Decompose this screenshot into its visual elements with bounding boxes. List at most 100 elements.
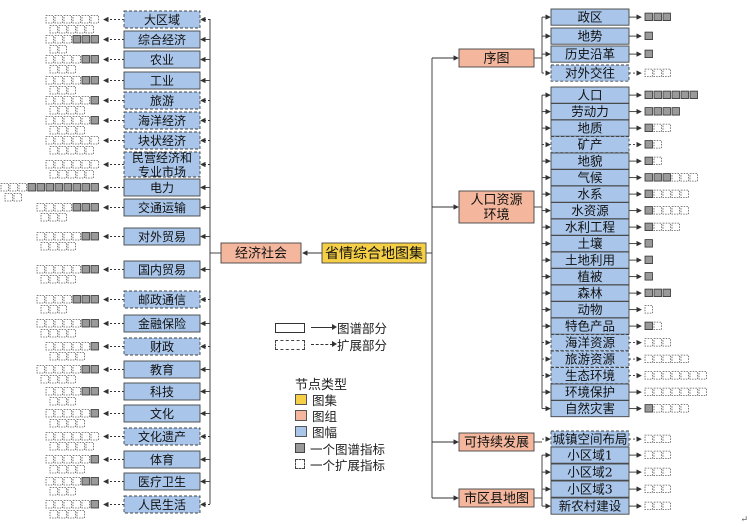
population-sheet-10[interactable]: 土地利用 <box>550 251 630 269</box>
sheet-1-spec-indicator <box>81 35 90 44</box>
sheet-17-row2-ext-indicator <box>58 419 67 428</box>
county-sheet-2[interactable]: 小区域3 <box>550 480 630 498</box>
sheet-16[interactable]: 科技 <box>123 382 201 401</box>
group-population-label: 人口资源 <box>470 193 522 208</box>
sustainable-sheet-0[interactable]: 城镇空间布局 <box>550 430 630 448</box>
sheet-15-row2-ext-indicator <box>49 375 58 384</box>
sheet-8-row2-ext-indicator <box>13 193 22 202</box>
sheet-15-row2-ext-indicator <box>67 375 76 384</box>
population-sheet-9[interactable]: 土壤 <box>550 235 630 253</box>
sheet-14-ext-indicator <box>72 342 81 351</box>
sheet-15[interactable]: 教育 <box>123 360 201 379</box>
sheet-18-label: 文化遗产 <box>138 429 186 444</box>
preface-sheet-1-box <box>550 27 630 45</box>
sheet-2[interactable]: 农业 <box>123 50 201 69</box>
sheet-21-row2-ext-indicator <box>58 510 67 519</box>
sheet-18[interactable]: 文化遗产 <box>123 427 201 446</box>
population-sheet-4[interactable]: 地貌 <box>550 152 630 170</box>
sheet-6-ext-indicator <box>81 136 90 145</box>
population-sheet-18[interactable]: 环境保护 <box>550 383 630 401</box>
sheet-9[interactable]: 交通运输 <box>123 198 201 217</box>
preface-sheet-1[interactable]: 地势 <box>550 27 630 45</box>
sheet-5-row2-ext-indicator <box>49 126 58 135</box>
sheet-19[interactable]: 体育 <box>123 450 201 469</box>
sheet-1[interactable]: 综合经济 <box>123 30 201 49</box>
sheet-16-spec-indicator <box>81 387 90 396</box>
sheet-8-spec-indicator <box>36 183 45 192</box>
population-sheet-7-spec-indicator <box>644 206 653 215</box>
population-sheet-15[interactable]: 海洋资源 <box>550 334 630 352</box>
sheet-18-ext-indicator <box>81 432 90 441</box>
root-atlas[interactable]: 省情综合地图集 <box>321 242 427 264</box>
sheet-16-ext-indicator <box>54 387 63 396</box>
population-sheet-1[interactable]: 劳动力 <box>550 103 630 121</box>
sheet-3[interactable]: 工业 <box>123 71 201 90</box>
county-sheet-1[interactable]: 小区域2 <box>550 463 630 481</box>
sheet-2-row2-ext-indicator <box>58 65 67 74</box>
sheet-12[interactable]: 邮政通信 <box>123 290 201 309</box>
sheet-21-ext-indicator <box>63 500 72 509</box>
sheet-4[interactable]: 旅游 <box>123 91 201 110</box>
population-sheet-12[interactable]: 森林 <box>550 284 630 302</box>
county-sheet-3-ext-indicator <box>653 501 662 511</box>
sheet-14[interactable]: 财政 <box>123 337 201 356</box>
group-sustainable[interactable]: 可持续发展 <box>458 432 535 452</box>
population-sheet-18-ext-indicator <box>671 387 680 397</box>
county-sheet-2-box <box>550 480 630 498</box>
sheet-17[interactable]: 文化 <box>123 404 201 423</box>
sustainable-sheet-0-label: 城镇空间布局 <box>552 432 627 447</box>
population-sheet-3[interactable]: 矿产 <box>550 136 630 154</box>
population-sheet-5-label: 气候 <box>577 170 603 185</box>
county-sheet-0-ext-indicator <box>662 450 671 460</box>
population-sheet-17[interactable]: 生态环境 <box>550 367 630 385</box>
population-sheet-14[interactable]: 特色产品 <box>550 317 630 335</box>
sheet-6[interactable]: 块状经济 <box>123 131 201 150</box>
group-preface[interactable]: 序图 <box>458 48 535 68</box>
sheet-7-ext-indicator <box>45 160 54 169</box>
sheet-15-ext-indicator <box>72 365 81 374</box>
sheet-20[interactable]: 医疗卫生 <box>123 472 201 491</box>
population-sheet-0[interactable]: 人口 <box>550 86 630 104</box>
preface-sheet-2[interactable]: 历史沿革 <box>550 45 630 63</box>
population-sheet-16[interactable]: 旅游资源 <box>550 350 630 368</box>
population-sheet-7[interactable]: 水资源 <box>550 202 630 220</box>
population-sheet-8[interactable]: 水利工程 <box>550 218 630 236</box>
county-sheet-0-box <box>550 446 630 464</box>
population-sheet-2[interactable]: 地质 <box>550 119 630 137</box>
preface-sheet-0[interactable]: 政区 <box>550 8 630 26</box>
county-sheet-3[interactable]: 新农村建设 <box>550 497 630 515</box>
sheet-15-row2-ext-indicator <box>58 375 67 384</box>
preface-sheet-3[interactable]: 对外交往 <box>550 64 630 82</box>
population-sheet-19-ext-indicator <box>680 404 689 413</box>
group-economy[interactable]: 经济社会 <box>220 242 302 264</box>
sheet-10[interactable]: 对外贸易 <box>123 227 201 246</box>
sheet-15-ext-indicator <box>45 365 54 374</box>
population-sheet-17-ext-indicator <box>689 371 698 380</box>
population-sheet-13[interactable]: 动物 <box>550 301 630 319</box>
population-sheet-5[interactable]: 气候 <box>550 169 630 187</box>
sheet-7-box <box>123 151 201 178</box>
sheet-0[interactable]: 大区域 <box>123 10 201 29</box>
group-county[interactable]: 市区县地图 <box>458 488 535 508</box>
sheet-11[interactable]: 国内贸易 <box>123 260 201 279</box>
population-sheet-11[interactable]: 植被 <box>550 268 630 286</box>
sheet-21-row2-ext-indicator <box>49 510 58 519</box>
population-sheet-18-ext-indicator <box>680 387 689 397</box>
population-sheet-19[interactable]: 自然灾害 <box>550 400 630 418</box>
population-sheet-1-spec-indicator <box>644 107 653 116</box>
sheet-12-row2-ext-indicator <box>49 305 58 314</box>
sheet-8[interactable]: 电力 <box>123 178 201 197</box>
sheet-3-row2-ext-indicator <box>49 86 58 95</box>
sheet-0-box <box>123 10 201 29</box>
sheet-13-ext-indicator <box>72 319 81 328</box>
sheet-13[interactable]: 金融保险 <box>123 314 201 333</box>
sheet-18-row2-ext-indicator <box>76 442 85 451</box>
population-sheet-16-label: 旅游资源 <box>565 352 616 367</box>
sheet-18-ext-indicator <box>54 432 63 441</box>
population-sheet-6[interactable]: 水系 <box>550 185 630 203</box>
sheet-5[interactable]: 海洋经济 <box>123 111 201 130</box>
county-sheet-0[interactable]: 小区域1 <box>550 446 630 464</box>
sheet-21[interactable]: 人民生活 <box>123 495 201 514</box>
